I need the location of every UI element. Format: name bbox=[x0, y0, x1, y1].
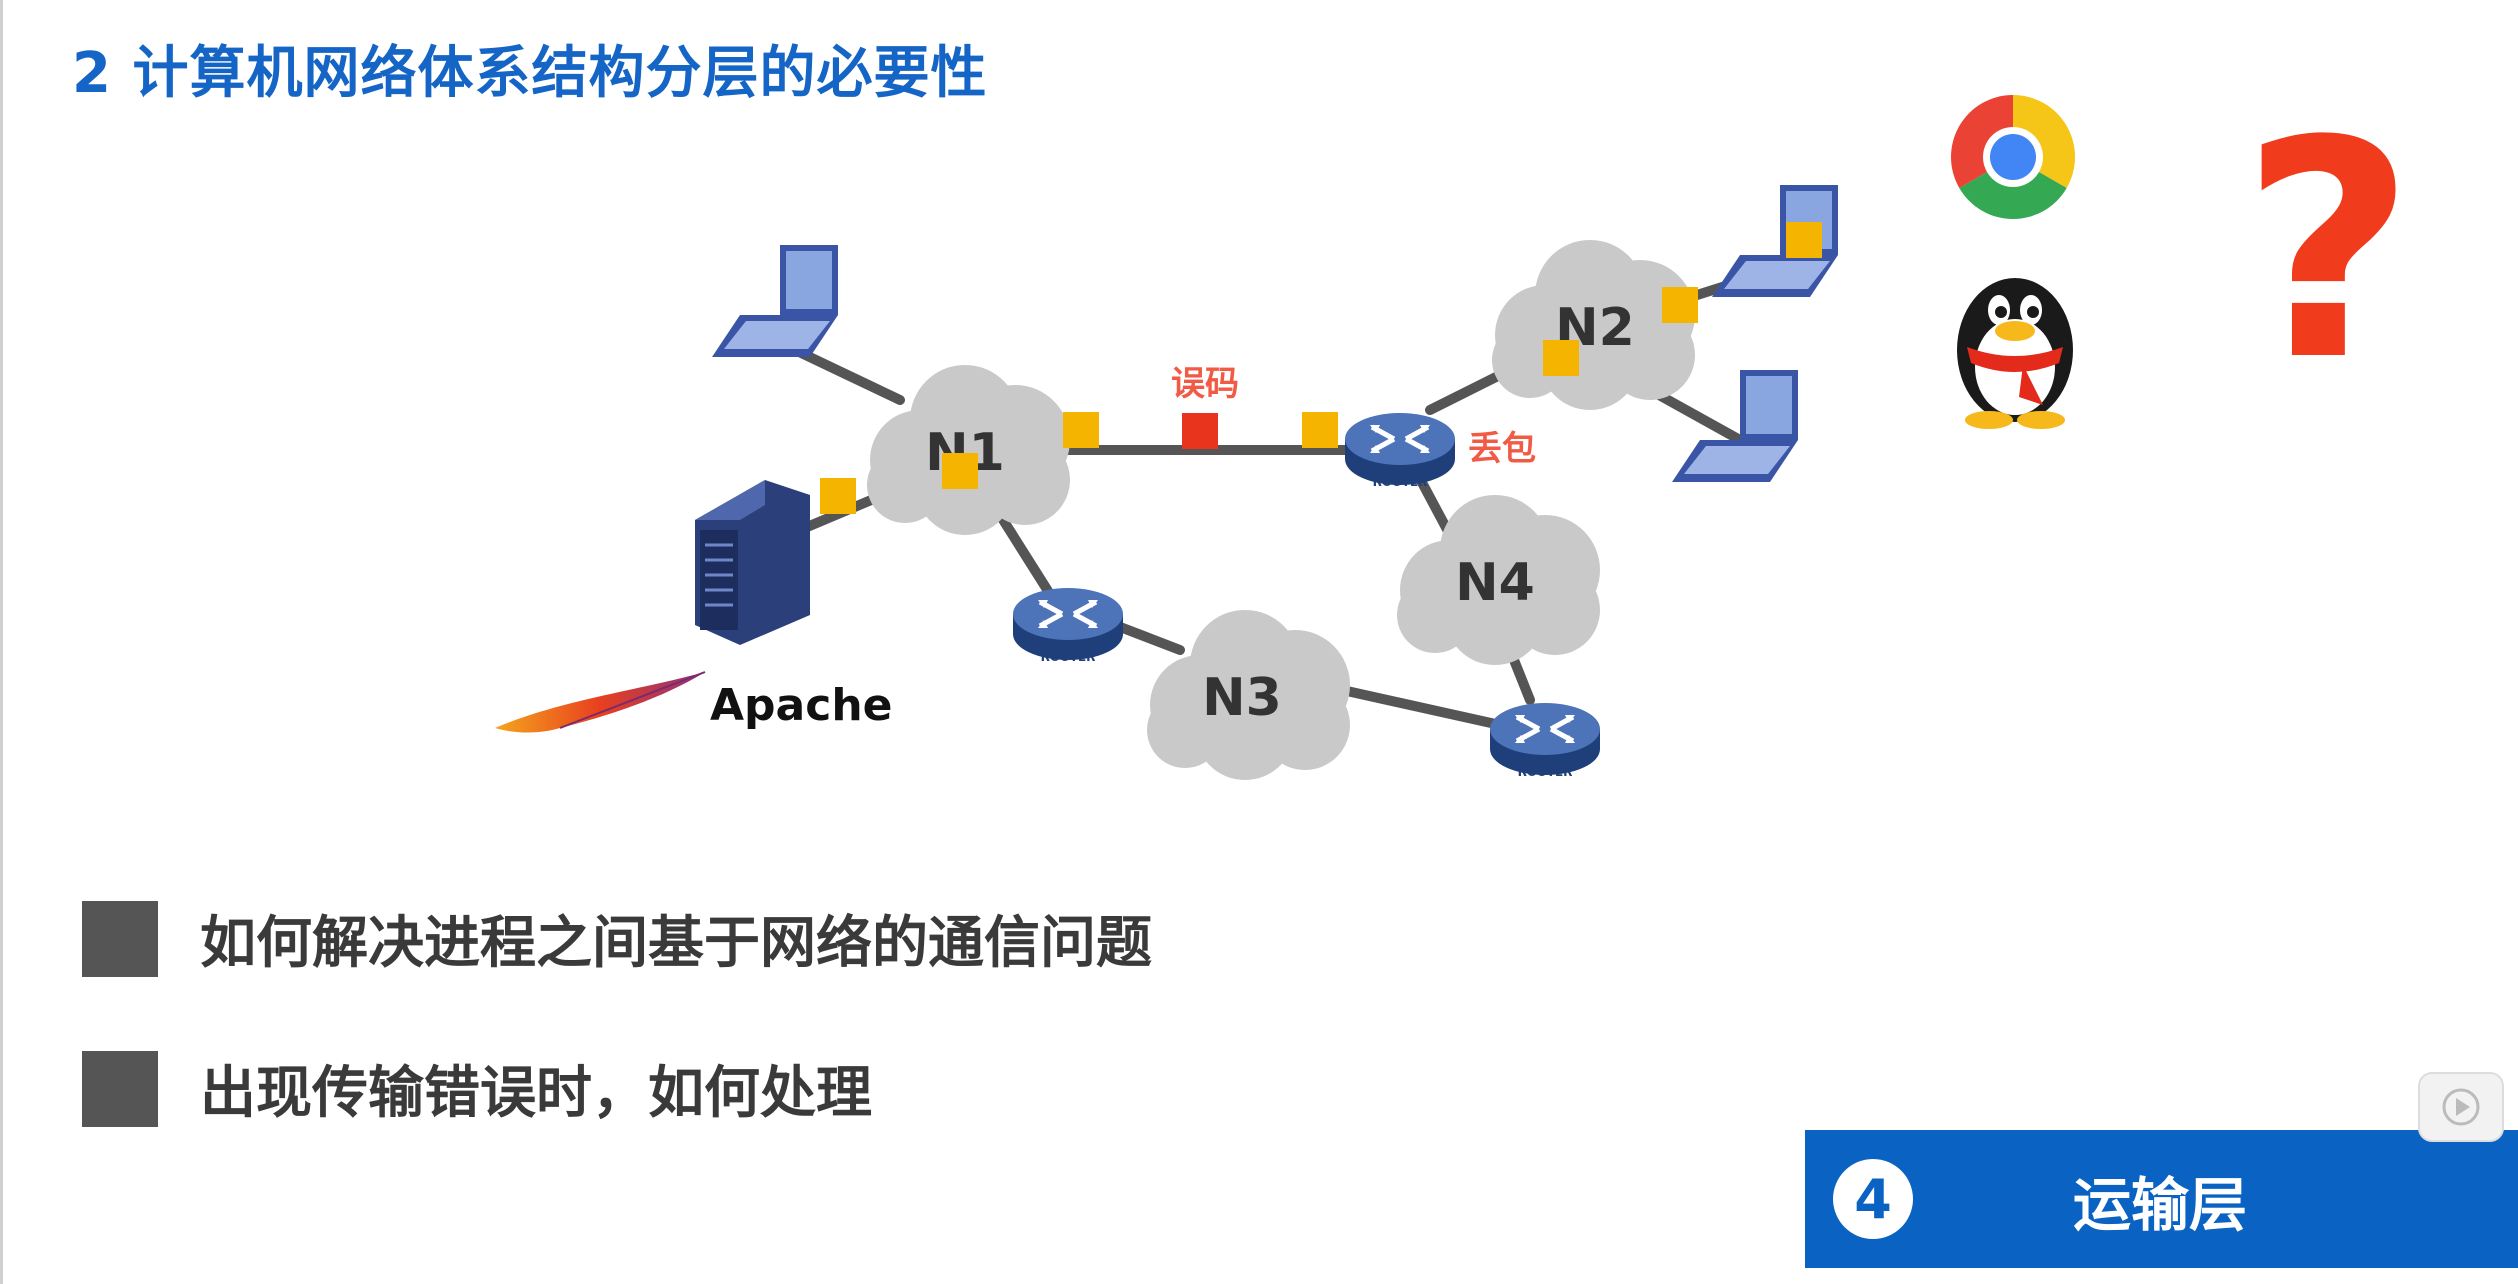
section-label: 运输层 bbox=[2073, 1171, 2248, 1239]
cloud-label-n4: N4 bbox=[1455, 553, 1535, 613]
bullet-square bbox=[82, 900, 158, 977]
chrome-icon bbox=[1950, 95, 2076, 220]
error-label: 误码 bbox=[1171, 364, 1239, 404]
packet-icon bbox=[820, 478, 856, 514]
question-mark: ? bbox=[2241, 77, 2415, 426]
packet-icon bbox=[942, 453, 978, 489]
packet-icon bbox=[1543, 340, 1579, 376]
bullet-square bbox=[82, 1050, 158, 1127]
laptop-icon bbox=[712, 245, 838, 357]
apache-feather-icon bbox=[495, 671, 706, 733]
play-button[interactable] bbox=[2418, 1072, 2504, 1142]
cloud-label-n3: N3 bbox=[1202, 668, 1282, 728]
apache-label: Apache bbox=[710, 680, 893, 731]
router-label: ROUTER bbox=[1041, 650, 1096, 664]
laptop-icon bbox=[1672, 370, 1798, 482]
server-icon bbox=[695, 480, 810, 645]
bullet-text: 出现传输错误时，如何处理 bbox=[200, 1061, 872, 1126]
packet-icon bbox=[1662, 287, 1698, 323]
packet-icon bbox=[1786, 222, 1822, 258]
qq-penguin-icon bbox=[1957, 278, 2073, 429]
section-banner: 4 运输层 bbox=[1805, 1130, 2518, 1268]
loss-label: 丢包 bbox=[1468, 429, 1536, 469]
bullet-text: 如何解决进程之间基于网络的通信问题 bbox=[200, 911, 1152, 976]
packets bbox=[820, 222, 1822, 514]
bullet-item: 出现传输错误时，如何处理 bbox=[82, 1048, 872, 1129]
packet-icon bbox=[1063, 412, 1099, 448]
router-label: ROUTER bbox=[1373, 475, 1428, 489]
window-border bbox=[0, 0, 3, 1284]
section-number: 4 bbox=[1833, 1159, 1913, 1239]
router-label: ROUTER bbox=[1518, 765, 1573, 779]
error-packet-icon bbox=[1182, 413, 1218, 449]
slide-title: 2 计算机网络体系结构分层的必要性 bbox=[72, 41, 988, 106]
play-icon bbox=[2442, 1088, 2480, 1126]
bullet-item: 如何解决进程之间基于网络的通信问题 bbox=[82, 898, 1152, 979]
packet-icon bbox=[1302, 412, 1338, 448]
